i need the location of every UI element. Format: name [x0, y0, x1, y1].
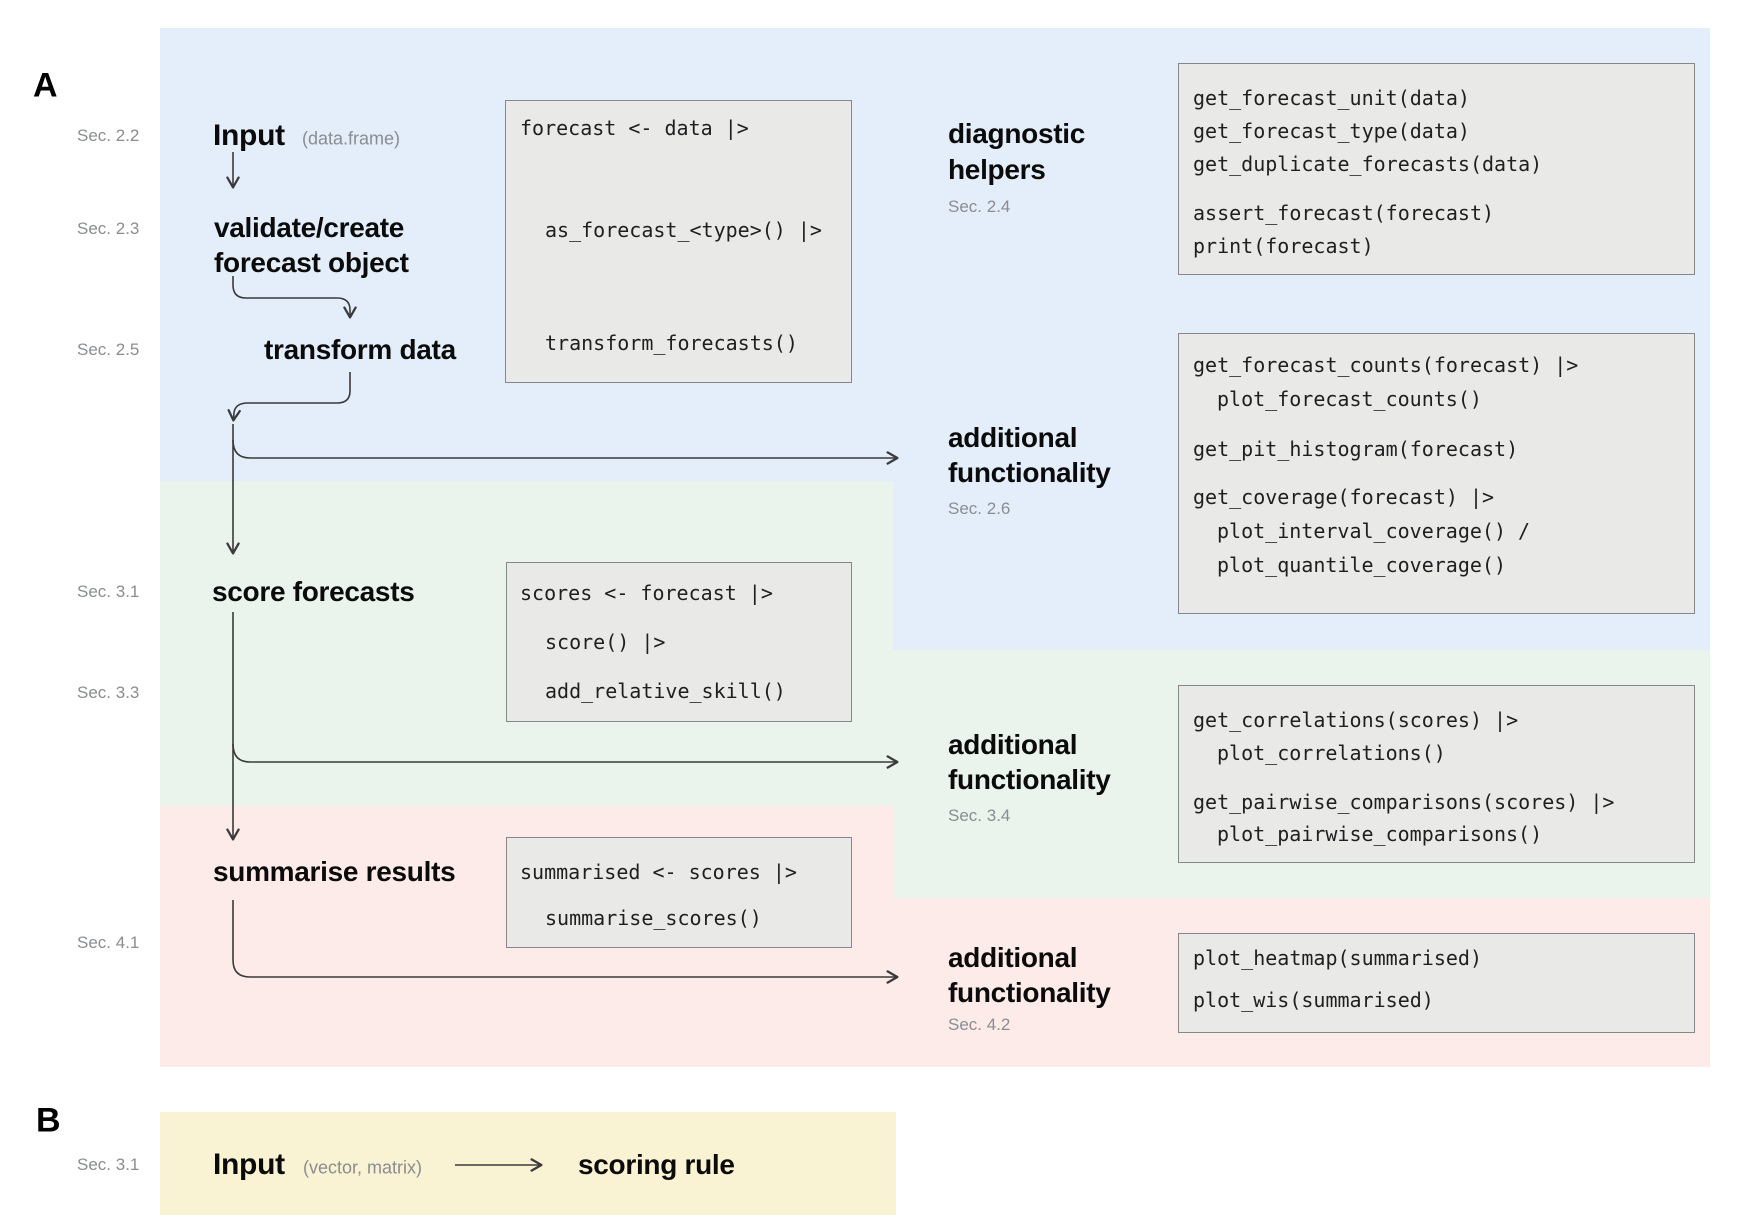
code-box-pipeline-summarise [506, 837, 852, 948]
code-line: plot_correlations() [1217, 741, 1446, 765]
code-line: get_duplicate_forecasts(data) [1193, 152, 1543, 176]
code-line: print(forecast) [1193, 234, 1374, 258]
additional-functionality-2-line1: additional [948, 729, 1078, 760]
code-line: get_forecast_type(data) [1193, 119, 1470, 143]
code-line: score() |> [545, 630, 666, 654]
code-line: as_forecast_<type>() |> [545, 218, 822, 242]
band-yellow [160, 1112, 896, 1215]
additional-functionality-3-line2: functionality [948, 977, 1111, 1008]
additional-functionality-2-sec: Sec. 3.4 [948, 806, 1011, 825]
section-ref-2-3: Sec. 2.3 [77, 219, 140, 238]
section-ref-4-1: Sec. 4.1 [77, 933, 140, 952]
code-box-diagnostic-helpers [1178, 63, 1695, 275]
additional-functionality-1-line2: functionality [948, 457, 1111, 488]
code-box-additional-1 [1178, 333, 1695, 614]
code-line: plot_wis(summarised) [1193, 988, 1434, 1012]
diagnostic-helpers-title-line1: diagnostic [948, 118, 1086, 149]
section-ref-3-3: Sec. 3.3 [77, 683, 140, 702]
code-line: summarise_scores() [545, 906, 762, 930]
section-ref-3-1: Sec. 3.1 [77, 582, 140, 601]
code-line: get_correlations(scores) |> [1193, 708, 1519, 732]
diagnostic-helpers-sec: Sec. 2.4 [948, 197, 1011, 216]
section-ref-b-3-1: Sec. 3.1 [77, 1155, 140, 1174]
code-line: get_coverage(forecast) |> [1193, 485, 1495, 509]
code-line: get_pit_histogram(forecast) [1193, 437, 1519, 461]
additional-functionality-3-line1: additional [948, 942, 1078, 973]
flow-step-validate-line1: validate/create [214, 212, 405, 243]
code-line: get_forecast_unit(data) [1193, 86, 1470, 110]
panel-b-label: B [36, 1101, 61, 1140]
flow-input-annotation: (data.frame) [302, 128, 401, 149]
code-line: transform_forecasts() [545, 331, 798, 355]
code-box-pipeline-create [505, 100, 852, 383]
flow-step-score: score forecasts [212, 576, 415, 607]
additional-functionality-1-sec: Sec. 2.6 [948, 499, 1011, 518]
code-line: assert_forecast(forecast) [1193, 201, 1495, 225]
code-line: forecast <- data |> [520, 116, 749, 140]
code-box-additional-3 [1178, 933, 1695, 1033]
panel-a-label: A [33, 66, 58, 105]
code-line: plot_quantile_coverage() [1217, 553, 1506, 577]
code-line: add_relative_skill() [545, 679, 786, 703]
panel-b-scoring-rule: scoring rule [578, 1149, 735, 1180]
flow-step-summarise: summarise results [213, 856, 456, 887]
code-line: scores <- forecast |> [520, 581, 773, 605]
code-line: plot_forecast_counts() [1217, 387, 1482, 411]
code-line: summarised <- scores |> [520, 860, 797, 884]
flow-step-input: Input [213, 119, 285, 152]
additional-functionality-1-line1: additional [948, 422, 1078, 453]
panel-b-input: Input [213, 1148, 285, 1181]
section-ref-2-5: Sec. 2.5 [77, 340, 140, 359]
flow-step-transform: transform data [264, 334, 456, 365]
code-line: plot_interval_coverage() / [1217, 519, 1531, 543]
code-line: get_forecast_counts(forecast) |> [1193, 353, 1579, 377]
additional-functionality-3-sec: Sec. 4.2 [948, 1015, 1011, 1034]
diagnostic-helpers-title-line2: helpers [948, 154, 1046, 185]
code-line: get_pairwise_comparisons(scores) |> [1193, 790, 1615, 814]
additional-functionality-2-line2: functionality [948, 764, 1111, 795]
section-ref-2-2: Sec. 2.2 [77, 126, 140, 145]
panel-b-input-annotation: (vector, matrix) [303, 1157, 423, 1178]
code-box-pipeline-score [506, 562, 852, 722]
code-line: plot_heatmap(summarised) [1193, 946, 1482, 970]
code-box-additional-2 [1178, 685, 1695, 863]
code-line: plot_pairwise_comparisons() [1217, 822, 1543, 846]
flow-step-validate-line2: forecast object [214, 247, 409, 278]
